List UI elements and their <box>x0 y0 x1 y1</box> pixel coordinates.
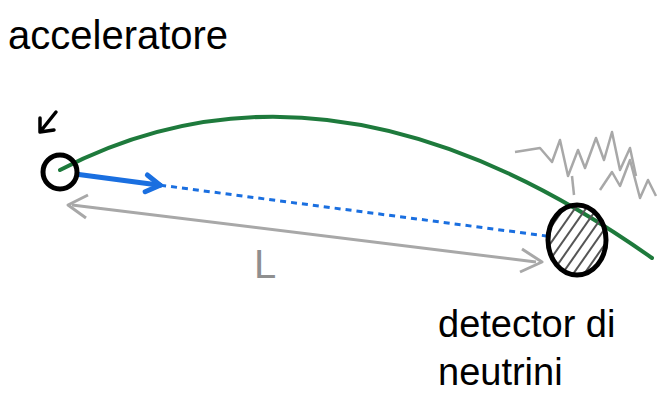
dimension-arrowhead <box>68 195 88 218</box>
dimension-line <box>72 205 536 262</box>
pointer-arrow <box>40 112 56 132</box>
hatching <box>472 203 659 277</box>
mountains <box>600 160 656 198</box>
mountain-slope <box>572 176 574 195</box>
accelerator-circle: acceleratore <box>41 153 79 191</box>
accelerator-label: acceleratore <box>8 10 268 60</box>
mountains <box>515 132 636 176</box>
circle-outline <box>41 153 79 191</box>
dimension-arrowhead <box>520 249 542 272</box>
neutrino-beam <box>79 174 546 235</box>
detector-label: detector di neutrini <box>438 301 643 396</box>
circle-outline <box>546 203 608 277</box>
earth-surface <box>60 117 652 258</box>
dimension-label: L <box>254 240 276 288</box>
detector-circle: detector di neutrini <box>546 203 608 277</box>
